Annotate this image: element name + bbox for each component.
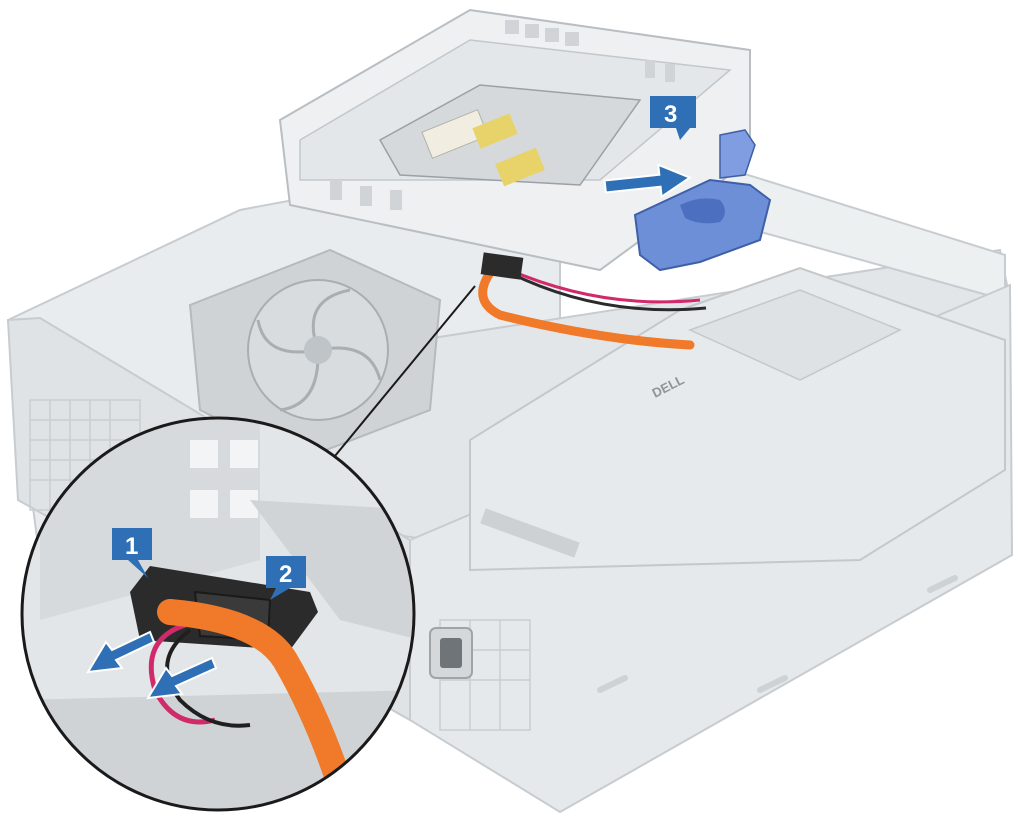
- power-supply: DELL: [469, 266, 1006, 572]
- cpu-fan: [188, 248, 442, 462]
- callout-1-label: 1: [125, 533, 138, 560]
- release-latch: [633, 129, 772, 272]
- callout-3: 3: [650, 96, 696, 140]
- pull-arrow-1: [86, 630, 156, 674]
- callout-3-label: 3: [664, 101, 677, 128]
- callout-3-arrow: [603, 163, 692, 199]
- pull-arrow-2: [146, 656, 218, 700]
- callout-2-label: 2: [279, 561, 292, 588]
- zoom-leader-line: [329, 285, 476, 463]
- drive-cage: [278, 8, 751, 272]
- power-inlet: [429, 627, 473, 679]
- zoom-inset: [20, 416, 416, 812]
- cables: [478, 252, 707, 350]
- callout-1: 1: [112, 528, 152, 578]
- callout-2: 2: [266, 556, 306, 600]
